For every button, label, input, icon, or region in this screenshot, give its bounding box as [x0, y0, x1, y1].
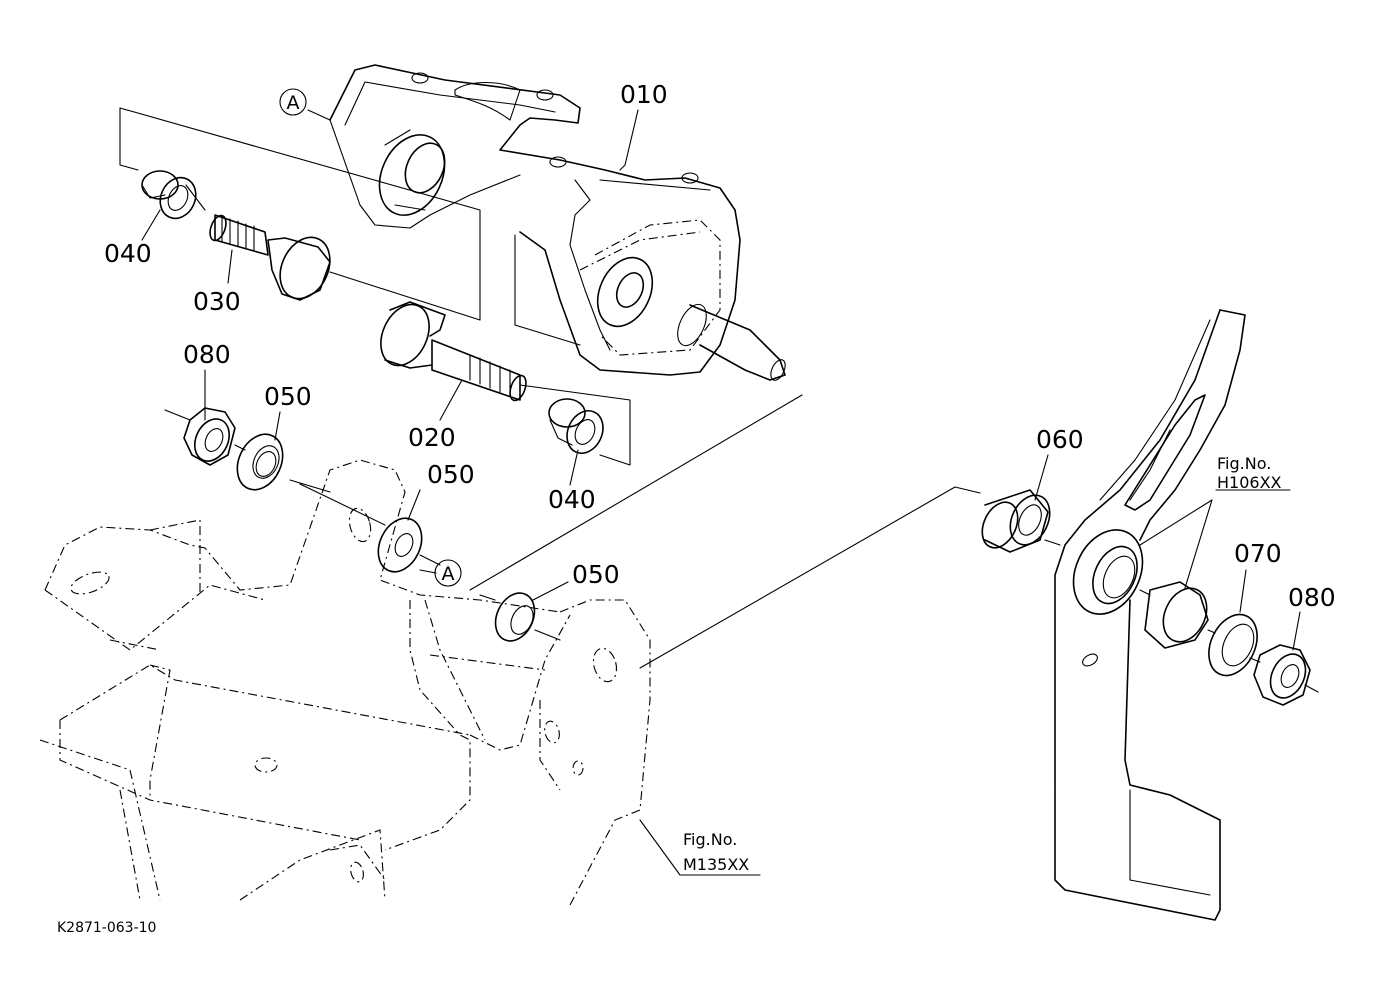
assembly-frames — [119, 107, 981, 669]
collar-040-upper — [141, 170, 197, 220]
ref-m135-line1: Fig.No. — [683, 830, 737, 849]
pedal-arm — [1054, 309, 1246, 921]
washer-050-middle — [377, 517, 441, 573]
washer-050-lower — [479, 592, 561, 642]
bolt-020 — [380, 301, 527, 402]
drawing-code: K2871-063-10 — [57, 920, 156, 936]
label-080-right: 080 — [1288, 583, 1336, 612]
ref-h106-line2: H106XX — [1217, 473, 1282, 492]
nut-080-right — [1253, 644, 1319, 706]
label-050-left: 050 — [264, 382, 312, 411]
collar-040-lower — [548, 398, 604, 454]
svg-text:A: A — [287, 92, 300, 114]
label-080-left: 080 — [183, 340, 231, 369]
callout-a-upper: A — [279, 88, 307, 116]
center-lines — [185, 184, 1261, 663]
label-040-upper: 040 — [104, 239, 152, 268]
label-040-lower: 040 — [548, 485, 596, 514]
callout-a-lower: A — [434, 559, 462, 587]
label-060: 060 — [1036, 425, 1084, 454]
pedal-bracket-010 — [329, 64, 786, 381]
label-070: 070 — [1234, 539, 1282, 568]
nut-080-left — [164, 407, 246, 466]
label-020: 020 — [408, 423, 456, 452]
label-050-lower: 050 — [572, 560, 620, 589]
label-050-middle: 050 — [427, 460, 475, 489]
ref-h106-line1: Fig.No. — [1217, 454, 1271, 473]
bushing-060 — [981, 489, 1051, 553]
svg-text:A: A — [442, 563, 455, 585]
label-010: 010 — [620, 80, 668, 109]
pin-030 — [209, 214, 331, 301]
label-030: 030 — [193, 287, 241, 316]
ref-m135-line2: M135XX — [683, 855, 749, 874]
bushing-h106 — [1144, 581, 1209, 649]
base-frame — [39, 459, 651, 906]
washer-070 — [1208, 613, 1258, 677]
washer-050-left — [236, 433, 284, 491]
leader-lines — [141, 109, 1301, 876]
